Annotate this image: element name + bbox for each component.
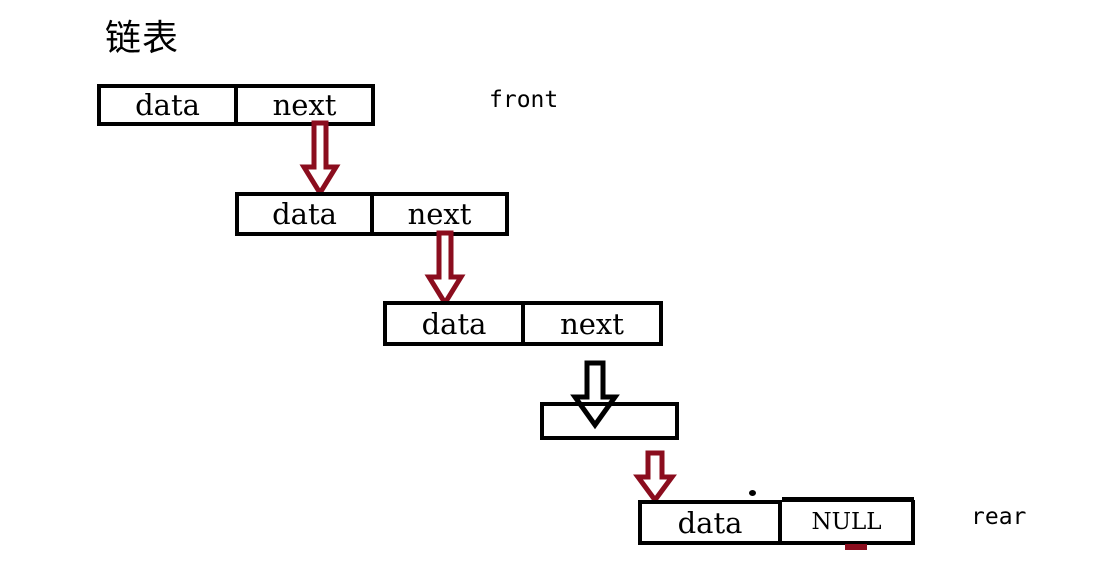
list-node-3: data next (383, 301, 663, 346)
arrow-empty-to-node4-icon (633, 450, 677, 505)
rear-pointer-label: rear (971, 504, 1027, 530)
node-2-next-cell: next (370, 192, 509, 236)
node-3-next-cell: next (521, 301, 663, 346)
node-1-data-cell: data (97, 84, 238, 126)
null-underline-mark (845, 544, 867, 550)
arrow-node1-to-node2-icon (299, 120, 341, 198)
node-1-next-cell: next (234, 84, 375, 126)
list-node-2: data next (235, 192, 509, 236)
list-node-4: data NULL (638, 500, 915, 545)
node-4-data-cell: data (638, 500, 782, 545)
null-cell-top-stroke (782, 497, 914, 500)
node-2-data-cell: data (235, 192, 374, 236)
arrow-node2-to-node3-icon (424, 230, 466, 308)
node-4-null-cell: NULL (778, 500, 915, 545)
page-title: 链表 (105, 18, 180, 59)
list-node-1: data next (97, 84, 375, 126)
node-3-data-cell: data (383, 301, 525, 346)
stray-dot-mark (749, 490, 756, 496)
arrow-node3-to-empty-icon (570, 360, 620, 430)
empty-node-box (540, 402, 679, 440)
front-pointer-label: front (489, 87, 559, 113)
